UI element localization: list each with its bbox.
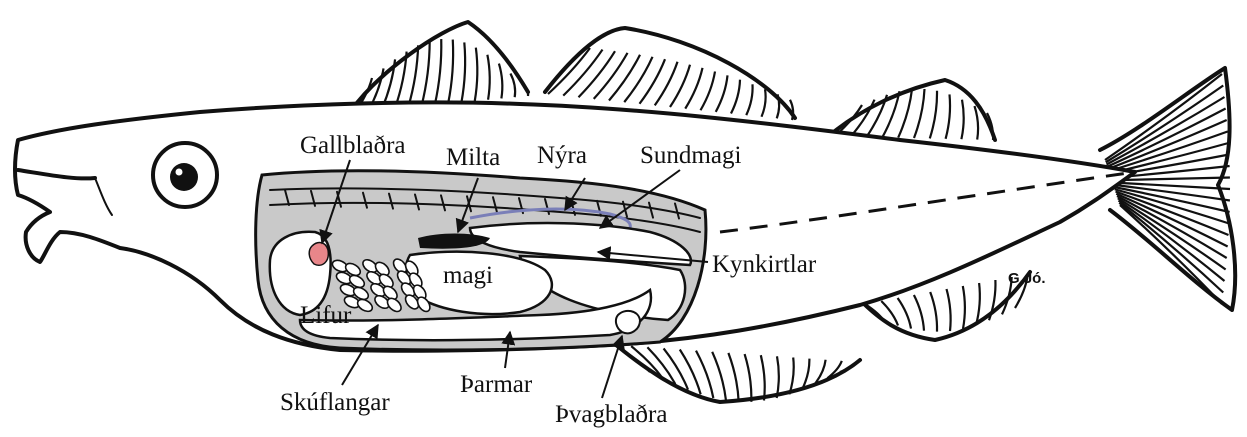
label-spleen: Milta bbox=[446, 144, 500, 171]
label-stomach: magi bbox=[443, 262, 493, 289]
first-anal-fin bbox=[610, 340, 860, 402]
caudal-fin bbox=[1100, 68, 1235, 310]
gallbladder bbox=[309, 243, 328, 266]
eye bbox=[153, 143, 217, 207]
label-urinary-bladder: Þvagblaðra bbox=[555, 401, 667, 428]
label-liver: Lifur bbox=[300, 302, 352, 329]
label-intestines: Þarmar bbox=[460, 371, 533, 398]
artist-signature: G.Jó. bbox=[1008, 270, 1046, 287]
label-gonads: Kynkirtlar bbox=[712, 251, 817, 278]
label-swim-bladder: Sundmagi bbox=[640, 142, 741, 169]
first-dorsal-fin bbox=[350, 22, 528, 112]
label-pyloric-caeca: Skúflangar bbox=[280, 389, 390, 416]
third-dorsal-fin bbox=[830, 80, 995, 140]
label-gallbladder: Gallblaðra bbox=[300, 132, 406, 159]
urinary-bladder bbox=[616, 311, 640, 333]
label-kidney: Nýra bbox=[537, 142, 587, 169]
